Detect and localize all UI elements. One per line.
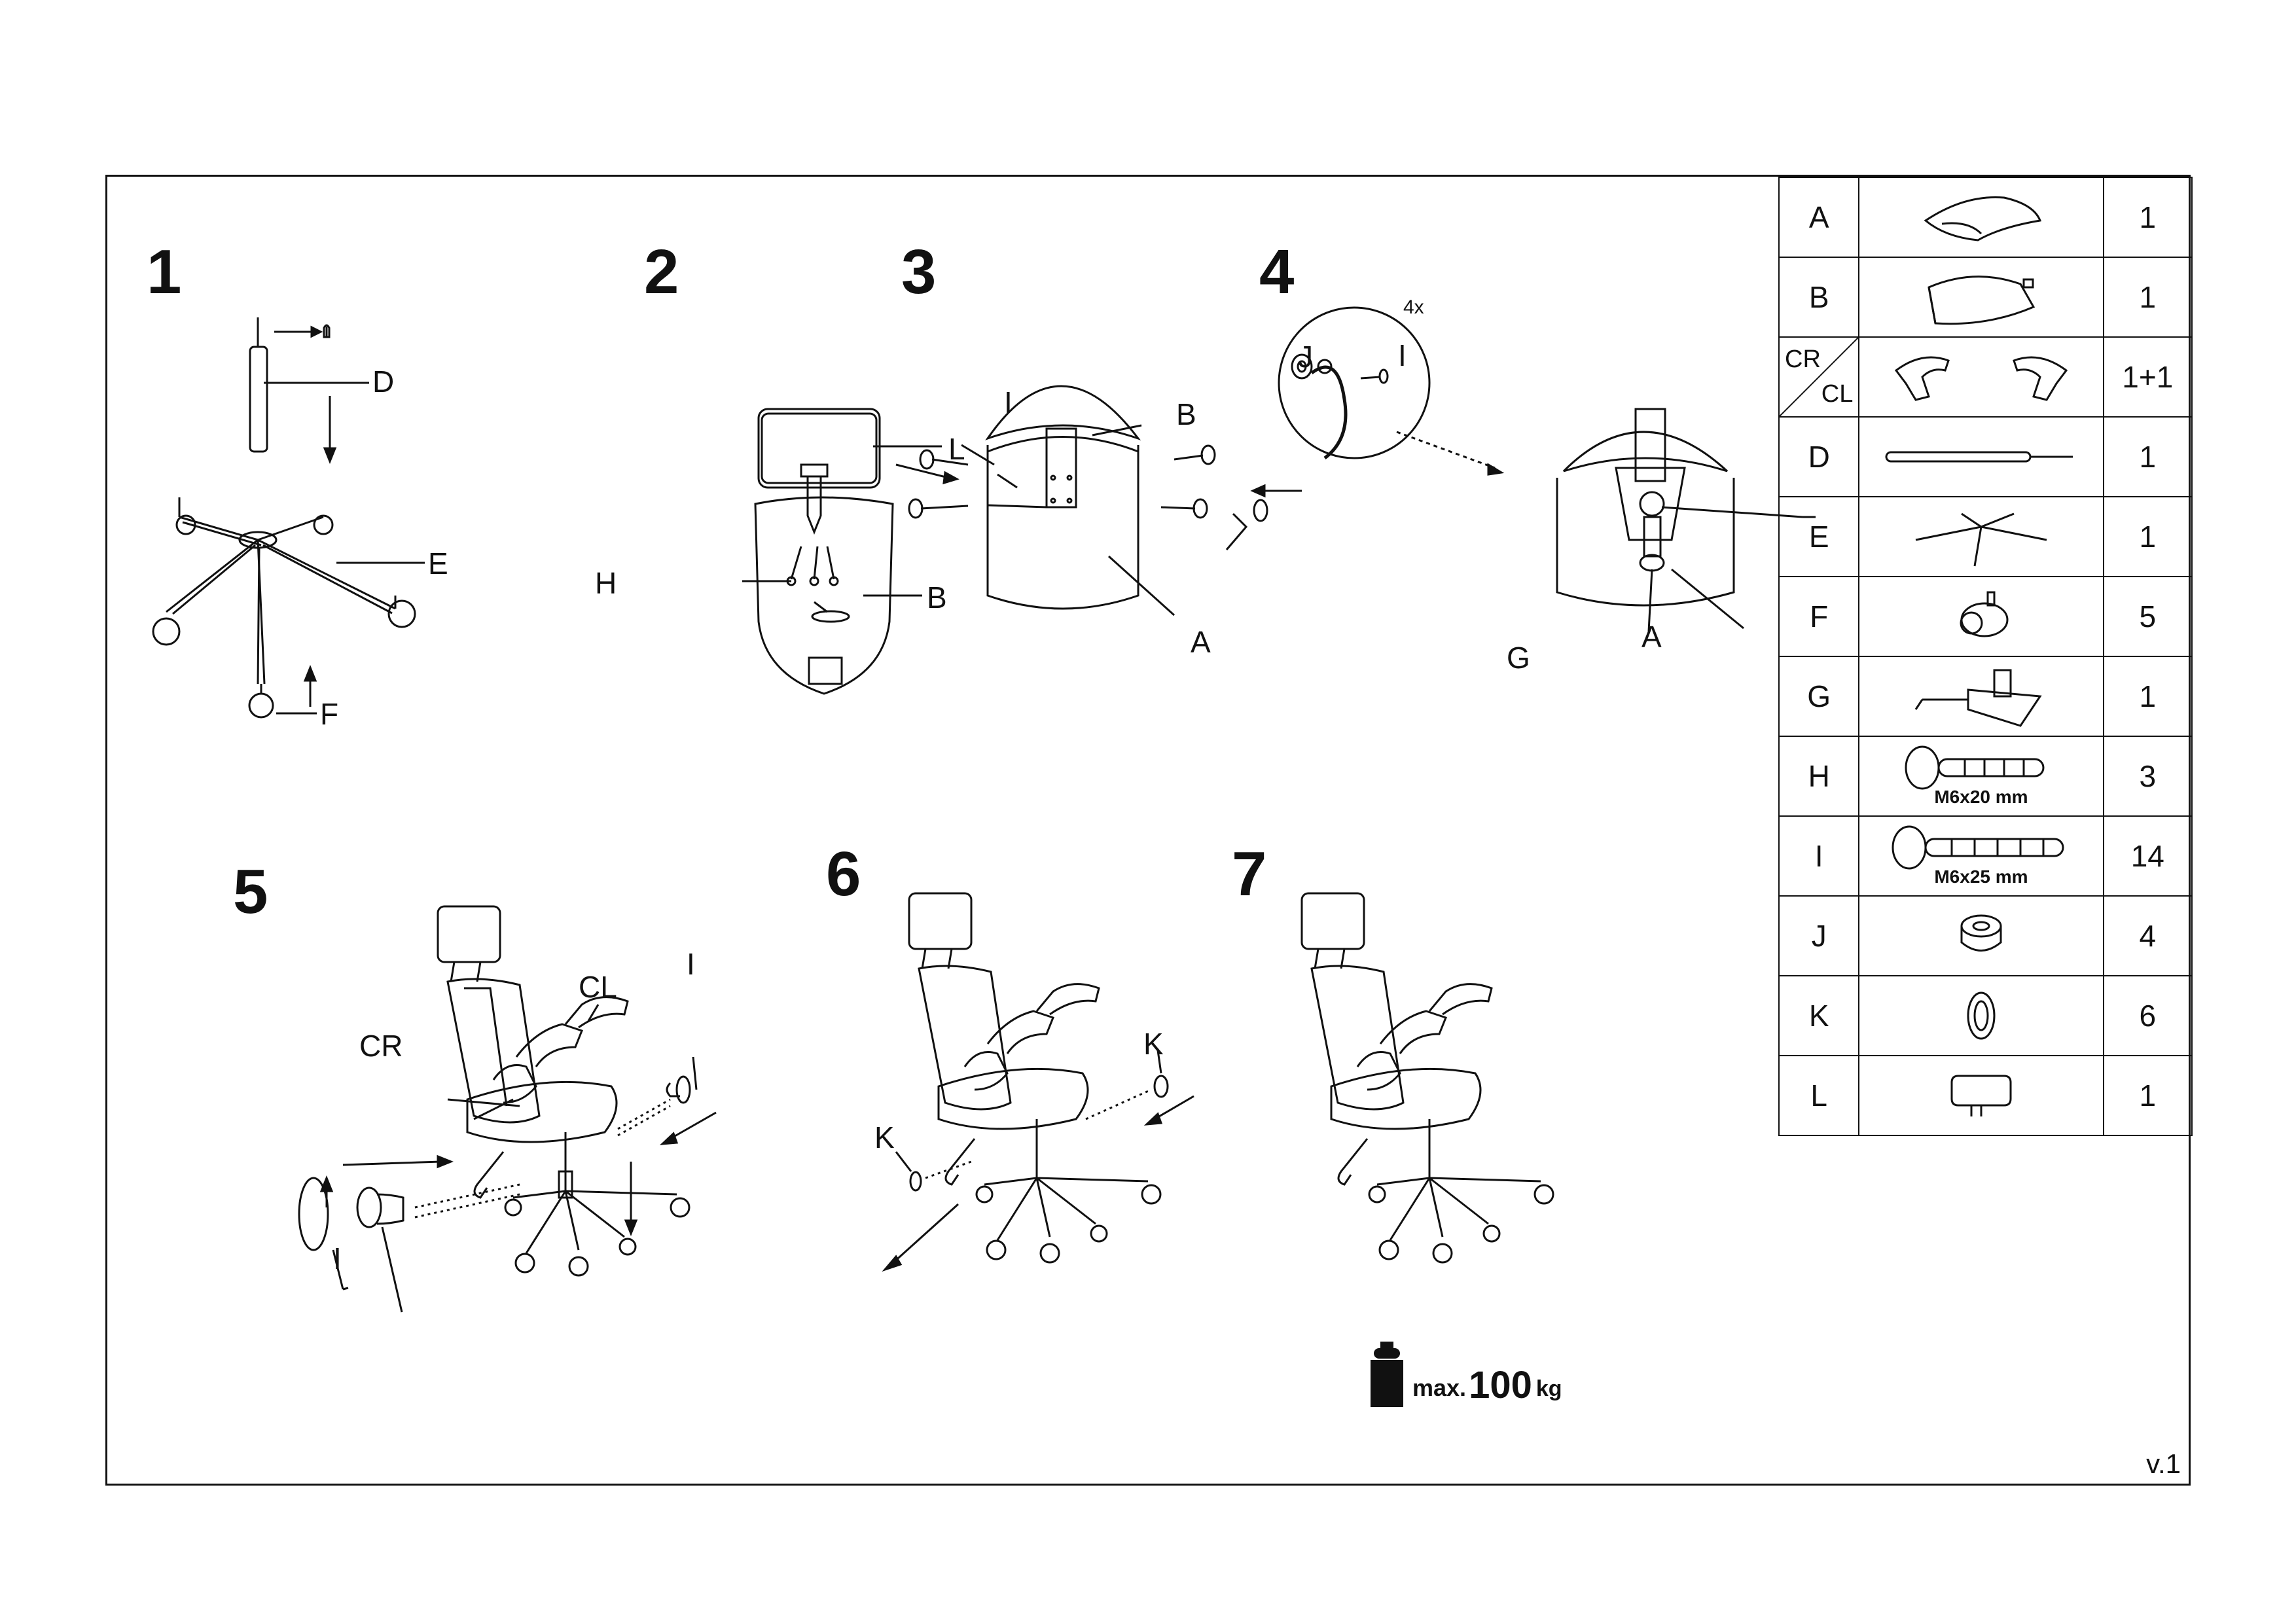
part-qty: 1 xyxy=(2102,257,2193,338)
step-5-label-i-left: I xyxy=(333,1241,342,1275)
step-2-backrest-headrest-illustration xyxy=(565,177,958,766)
weight-icon xyxy=(1371,1342,1403,1407)
backrest-icon xyxy=(1858,257,2104,338)
part-qty: 4 xyxy=(2102,895,2193,976)
parts-row: D 1 xyxy=(1778,416,2193,497)
assembly-steps: 1 D E F 2 xyxy=(107,177,1780,1484)
step-1-label-d: D xyxy=(372,365,395,399)
step-1-label-f: F xyxy=(320,697,339,731)
step-2-label-h: H xyxy=(595,566,617,600)
step-5-number: 5 xyxy=(233,857,268,927)
part-letter: K xyxy=(1778,975,1860,1056)
parts-row: L 1 xyxy=(1778,1055,2193,1136)
step-2-number: 2 xyxy=(644,237,679,307)
armrests-icon xyxy=(1858,336,2104,418)
part-letter: E xyxy=(1778,496,1860,577)
seat-icon xyxy=(1858,177,2104,258)
parts-row: G 1 xyxy=(1778,656,2193,737)
part-caption: M6x25 mm xyxy=(1934,866,2028,887)
step-7-number: 7 xyxy=(1232,839,1267,909)
part-letter: B xyxy=(1778,257,1860,338)
part-caption: M6x20 mm xyxy=(1934,787,2028,807)
bolt-short-icon: M6x20 mm xyxy=(1858,736,2104,817)
part-qty: 1 xyxy=(2102,656,2193,737)
part-qty: 5 xyxy=(2102,576,2193,657)
step-1-number: 1 xyxy=(147,237,182,307)
spacer-icon xyxy=(1858,895,2104,976)
parts-row: H M6x20 mm 3 xyxy=(1778,736,2193,817)
part-letter: H xyxy=(1778,736,1860,817)
part-letter: L xyxy=(1778,1055,1860,1136)
parts-row: A 1 xyxy=(1778,177,2193,258)
part-qty: 1+1 xyxy=(2102,336,2193,418)
part-letter: D xyxy=(1778,416,1860,497)
step-3-label-i: I xyxy=(1004,385,1013,419)
bolt-long-icon: M6x25 mm xyxy=(1858,815,2104,897)
step-3-label-b: B xyxy=(1176,397,1196,431)
step-5-label-cr: CR xyxy=(359,1029,403,1063)
step-3-seat-backrest-illustration xyxy=(795,177,1253,766)
part-qty: 14 xyxy=(2102,815,2193,897)
part-qty: 1 xyxy=(2102,177,2193,258)
step-1-label-e: E xyxy=(428,546,448,580)
step-5-label-i-right: I xyxy=(687,947,695,981)
parts-row: K 6 xyxy=(1778,975,2193,1056)
step-3-number: 3 xyxy=(901,237,937,307)
caster-icon xyxy=(1858,576,2104,657)
step-4-label-i: I xyxy=(1398,338,1407,372)
step-5-label-cl: CL xyxy=(579,970,617,1004)
part-letter: I xyxy=(1778,815,1860,897)
part-qty: 3 xyxy=(2102,736,2193,817)
step-7-finished-chair-illustration xyxy=(1155,831,1678,1355)
step-6-label-k-left: K xyxy=(874,1120,895,1154)
washer-icon xyxy=(1858,975,2104,1056)
parts-row: CR CL 1+1 xyxy=(1778,336,2193,418)
part-letter-cr: CR xyxy=(1785,346,1821,373)
part-qty: 1 xyxy=(2102,416,2193,497)
step-4-label-g: G xyxy=(1507,641,1530,675)
part-letter-pair: CR CL xyxy=(1778,336,1860,418)
part-letter-cl: CL xyxy=(1821,380,1854,408)
step-4-quantity-note: 4x xyxy=(1403,296,1424,318)
part-letter: A xyxy=(1778,177,1860,258)
step-4-label-j: J xyxy=(1298,340,1313,374)
max-load-value: 100 xyxy=(1469,1364,1532,1406)
headrest-icon xyxy=(1858,1055,2104,1136)
parts-row: J 4 xyxy=(1778,895,2193,976)
part-qty: 1 xyxy=(2102,496,2193,577)
max-load-prefix: max. xyxy=(1412,1374,1467,1401)
step-1-base-assembly-illustration xyxy=(107,177,500,766)
instruction-sheet: 1 D E F 2 xyxy=(105,175,2193,1486)
step-2-label-b: B xyxy=(927,580,947,615)
step-6-number: 6 xyxy=(826,839,861,909)
part-letter: G xyxy=(1778,656,1860,737)
step-3-label-a: A xyxy=(1191,625,1211,659)
mechanism-icon xyxy=(1858,656,2104,737)
parts-list-table: A 1 B 1 CR CL 1+1 D xyxy=(1778,177,2193,1136)
version-label: v.1 xyxy=(2146,1448,2181,1479)
part-letter: J xyxy=(1778,895,1860,976)
parts-row: E 1 xyxy=(1778,496,2193,577)
step-4-label-a: A xyxy=(1641,620,1662,654)
star-base-icon xyxy=(1858,496,2104,577)
parts-row: I M6x25 mm 14 xyxy=(1778,815,2193,897)
max-load-unit: kg xyxy=(1535,1376,1562,1401)
parts-row: F 5 xyxy=(1778,576,2193,657)
parts-row: B 1 xyxy=(1778,257,2193,338)
max-load-note: max. 100 kg xyxy=(1371,1342,1562,1407)
step-6-label-k-right: K xyxy=(1143,1027,1164,1061)
step-2-label-l: L xyxy=(948,432,965,466)
step-5-armrests-illustration xyxy=(107,831,762,1355)
part-qty: 6 xyxy=(2102,975,2193,1056)
part-letter: F xyxy=(1778,576,1860,657)
step-6-caps-illustration xyxy=(762,831,1285,1355)
step-4-mechanism-illustration xyxy=(1253,177,1711,766)
part-qty: 1 xyxy=(2102,1055,2193,1136)
step-4-number: 4 xyxy=(1259,237,1295,307)
gas-lift-icon xyxy=(1858,416,2104,497)
